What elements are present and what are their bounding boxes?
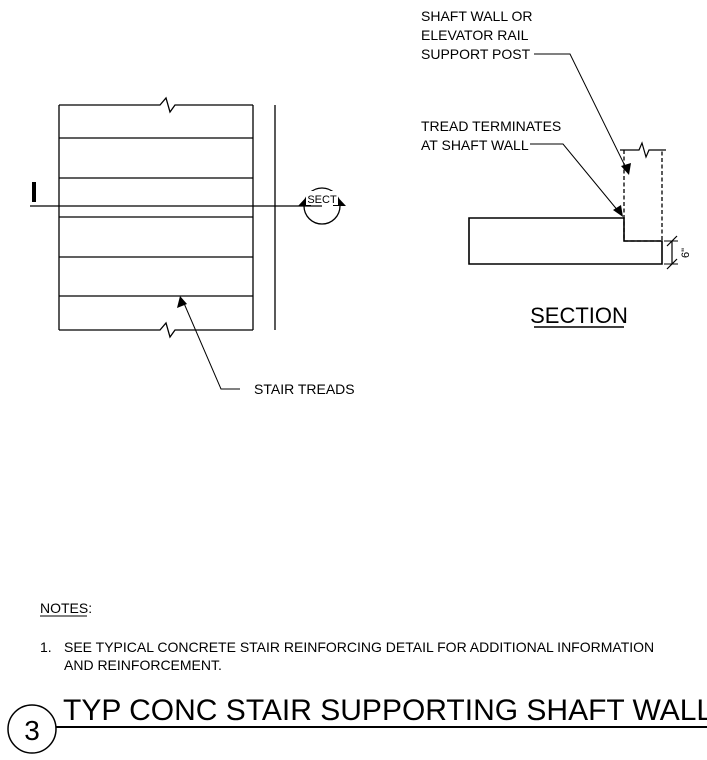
tread-label-line-1: TREAD TERMINATES (421, 118, 561, 134)
stair-treads-callout: STAIR TREADS (177, 296, 355, 397)
notes: NOTES: 1. SEE TYPICAL CONCRETE STAIR REI… (40, 600, 654, 673)
shaft-wall-label-line-1: SHAFT WALL OR (421, 8, 533, 24)
shaft-wall-label-line-2: ELEVATOR RAIL (421, 27, 529, 43)
tread-terminates-leader (530, 143, 620, 213)
notes-heading: NOTES: (40, 600, 92, 616)
shaft-wall-label-line-3: SUPPORT POST (421, 46, 531, 62)
bottom-break-line (59, 321, 253, 339)
section-view (468, 141, 678, 270)
dimension-label: 6" (680, 248, 692, 258)
tread-label-line-2: AT SHAFT WALL (421, 137, 529, 153)
shaft-wall-leader (534, 53, 628, 171)
shaft-wall-callout: SHAFT WALL OR ELEVATOR RAIL SUPPORT POST (421, 8, 631, 175)
detail-number-circle (7, 704, 57, 754)
detail-title-block: 3 TYP CONC STAIR SUPPORTING SHAFT WALL (7, 694, 707, 754)
section-tag: SECT (298, 187, 346, 225)
section-title: SECTION (530, 303, 628, 328)
tread-terminates-callout: TREAD TERMINATES AT SHAFT WALL (421, 118, 623, 217)
stair-treads-label: STAIR TREADS (254, 381, 355, 397)
detail-title: TYP CONC STAIR SUPPORTING SHAFT WALL (63, 694, 707, 727)
section-tag-label: SECT (307, 194, 337, 206)
shaft-wall-break-line (620, 141, 666, 159)
top-break-line (59, 96, 253, 114)
shaft-wall-arrowhead (621, 163, 631, 175)
note-line-2: AND REINFORCEMENT. (64, 657, 222, 673)
notes-heading-text: NOTES (40, 600, 88, 616)
plan-view (30, 96, 322, 339)
shaft-wall-dashed (623, 150, 663, 242)
tread-terminates-arrowhead (613, 205, 623, 217)
detail-number: 3 (24, 715, 40, 746)
note-line-1: SEE TYPICAL CONCRETE STAIR REINFORCING D… (64, 639, 654, 655)
note-number: 1. (40, 639, 52, 655)
notes-heading-suffix: : (88, 600, 92, 616)
stair-treads-leader (182, 300, 240, 390)
stair-treads-arrowhead (177, 296, 187, 308)
section-tag-label-bg (306, 191, 338, 205)
